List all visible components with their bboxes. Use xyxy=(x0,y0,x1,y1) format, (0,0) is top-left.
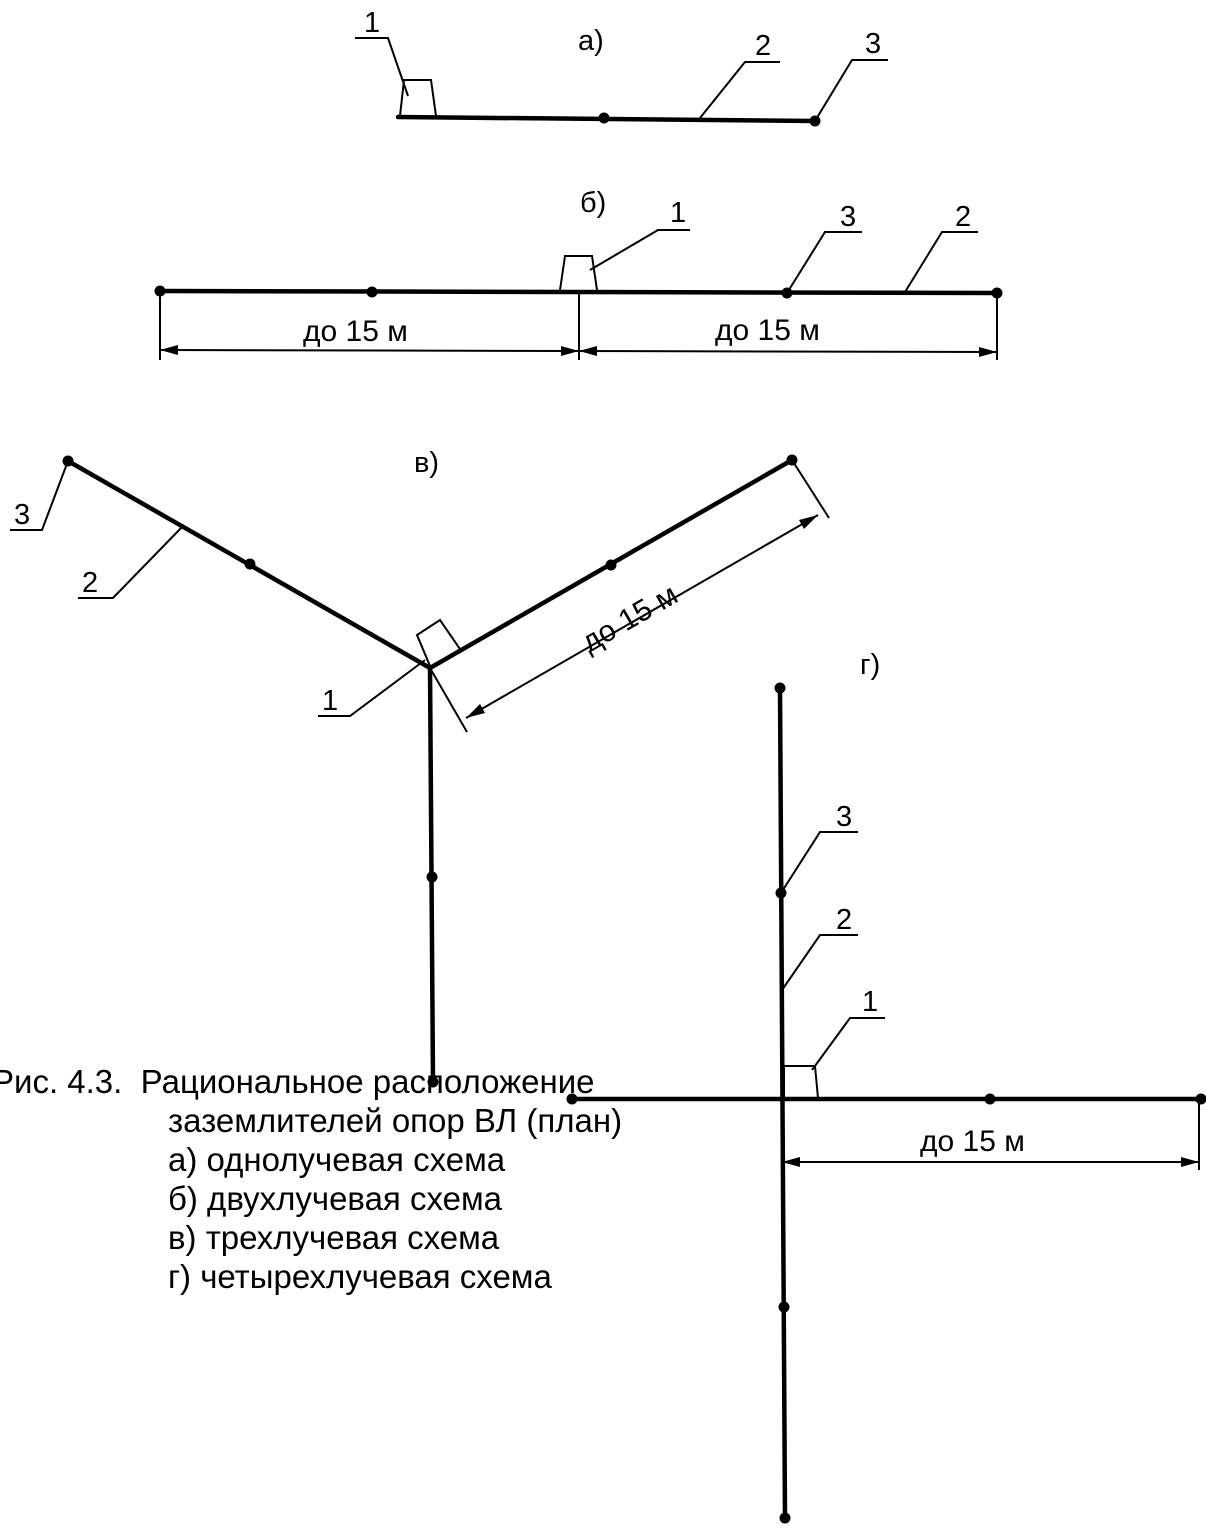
scheme-a-tag: а) xyxy=(578,25,604,57)
scheme-a-callout-3-leader xyxy=(814,59,888,122)
scheme-v-electrode xyxy=(427,1076,439,1088)
scheme-g-callout-2: 2 xyxy=(836,904,852,936)
scheme-v-callout-3-leader xyxy=(10,460,69,531)
scheme-g-callout-3-leader xyxy=(780,831,858,894)
scheme-g-ray-vertical xyxy=(777,685,788,1521)
caption-item: б) двухлучевая схема xyxy=(168,1180,502,1217)
scheme-v-dimension: до 15 м xyxy=(576,578,683,659)
figure-title-line2: заземлителей опор ВЛ (план) xyxy=(168,1102,623,1139)
scheme-b-callout-2-leader xyxy=(904,231,978,293)
scheme-v-electrode xyxy=(244,558,256,570)
figure-caption: Рис. 4.3. Рациональное расположение зазе… xyxy=(0,1062,622,1296)
scheme-v-tag: в) xyxy=(414,447,439,479)
scheme-g-electrode xyxy=(566,1093,578,1105)
scheme-v-callout-1: 1 xyxy=(322,685,338,717)
scheme-g-callout-2-leader xyxy=(781,934,858,991)
scheme-v-dim-line xyxy=(465,514,819,719)
figure-title-line1: Рациональное расположение xyxy=(140,1063,595,1100)
scheme-b-dim-arrow xyxy=(979,347,997,357)
scheme-v-callout-2-leader xyxy=(78,524,185,599)
scheme-a-callout-3: 3 xyxy=(865,28,881,60)
scheme-b-electrode xyxy=(154,285,166,297)
scheme-b-callout-1: 1 xyxy=(670,197,686,229)
scheme-v-electrode xyxy=(605,559,617,571)
scheme-g-callout-1: 1 xyxy=(862,986,878,1018)
scheme-a-electrode xyxy=(598,112,610,124)
scheme-v-dim-arrow xyxy=(466,704,485,718)
scheme-g-callout-1-leader xyxy=(811,1017,885,1071)
scheme-b-pole-footing xyxy=(559,255,598,291)
scheme-g-electrode xyxy=(774,682,786,694)
scheme-a-pole-footing xyxy=(399,79,437,117)
scheme-g-dim-arrow xyxy=(782,1157,800,1167)
scheme-g-tag: г) xyxy=(860,649,880,681)
scheme-g: г) до 15 м 3 2 1 xyxy=(566,649,1206,1524)
scheme-g-electrode xyxy=(1195,1093,1206,1105)
scheme-v-callout-3: 3 xyxy=(14,499,30,531)
scheme-g-dim-arrow xyxy=(1181,1157,1199,1167)
scheme-b-callout-2: 2 xyxy=(955,201,971,233)
scheme-b-dim-arrow xyxy=(579,346,597,356)
scheme-b: б) до 15 м до 15 м 1 3 2 xyxy=(154,187,1003,360)
scheme-g-dimension: до 15 м xyxy=(920,1125,1025,1158)
scheme-a-callout-2-leader xyxy=(699,61,780,119)
scheme-v: в) до 15 м 3 2 1 xyxy=(10,447,830,1088)
scheme-v-dim-arrow xyxy=(799,515,818,529)
scheme-g-electrode xyxy=(779,1512,791,1524)
scheme-g-electrode xyxy=(984,1093,996,1105)
scheme-v-callout-1-leader xyxy=(318,659,426,717)
scheme-b-callout-3-leader xyxy=(786,231,862,294)
scheme-v-callout-2: 2 xyxy=(82,567,98,599)
scheme-a-callout-1-leader xyxy=(355,37,409,97)
caption-first-line: Рис. 4.3. Рациональное расположение xyxy=(0,1062,614,1101)
scheme-b-dimension-right: до 15 м xyxy=(715,314,820,347)
scheme-v-dim-ext xyxy=(791,459,830,519)
scheme-b-electrode xyxy=(366,286,378,298)
scheme-a-callout-1: 1 xyxy=(364,7,380,39)
scheme-b-dimension-left: до 15 м xyxy=(303,315,408,348)
scheme-g-callout-3: 3 xyxy=(836,801,852,833)
scheme-v-electrode xyxy=(426,871,438,883)
scheme-b-dim-arrow xyxy=(160,345,178,355)
scheme-g-pole-footing xyxy=(783,1065,819,1099)
caption-item: в) трехлучевая схема xyxy=(168,1219,500,1256)
scheme-b-dim-arrow xyxy=(561,346,579,356)
scheme-a-callout-2: 2 xyxy=(755,30,771,62)
scheme-b-tag: б) xyxy=(580,187,606,219)
caption-item: г) четырехлучевая схема xyxy=(168,1258,552,1295)
scheme-v-pole-footing xyxy=(415,618,463,667)
scheme-b-callout-3: 3 xyxy=(840,201,856,233)
figure-number: Рис. 4.3. xyxy=(0,1063,123,1100)
scheme-v-dim-ext xyxy=(429,667,468,733)
scheme-g-electrode xyxy=(778,1301,790,1313)
caption-item: а) однолучевая схема xyxy=(168,1141,506,1178)
scheme-a: а) 1 2 3 xyxy=(355,7,888,127)
scheme-b-callout-1-leader xyxy=(589,229,690,271)
